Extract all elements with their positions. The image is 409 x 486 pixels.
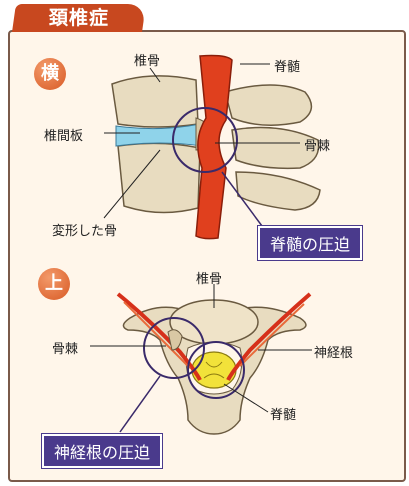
vertebral-body-lower (118, 143, 200, 212)
label-osteophyte-top: 骨棘 (52, 338, 78, 357)
posterior-process-lower (236, 172, 320, 210)
vertebral-body-upper (112, 76, 198, 127)
spinal-cord-top (192, 352, 236, 388)
label-deformed-bone: 変形した骨 (52, 220, 117, 239)
spinal-cord-side (196, 56, 232, 239)
label-vertebra-side: 椎骨 (134, 50, 160, 69)
label-nerve-root-top: 神経根 (314, 342, 353, 361)
posterior-process-upper (225, 85, 311, 125)
label-spinal-cord-side: 脊髄 (274, 56, 300, 75)
label-vertebra-top: 椎骨 (196, 268, 222, 287)
callout-cord-compression: 脊髄の圧迫 (258, 226, 362, 260)
label-disc-side: 椎間板 (44, 125, 83, 144)
callout-nerve-compression: 神経根の圧迫 (42, 434, 162, 468)
top-view-badge: 上 (38, 268, 70, 300)
label-spinal-cord-top: 脊髄 (270, 404, 296, 423)
side-view-badge: 横 (34, 58, 66, 90)
label-osteophyte-side: 骨棘 (304, 135, 330, 154)
